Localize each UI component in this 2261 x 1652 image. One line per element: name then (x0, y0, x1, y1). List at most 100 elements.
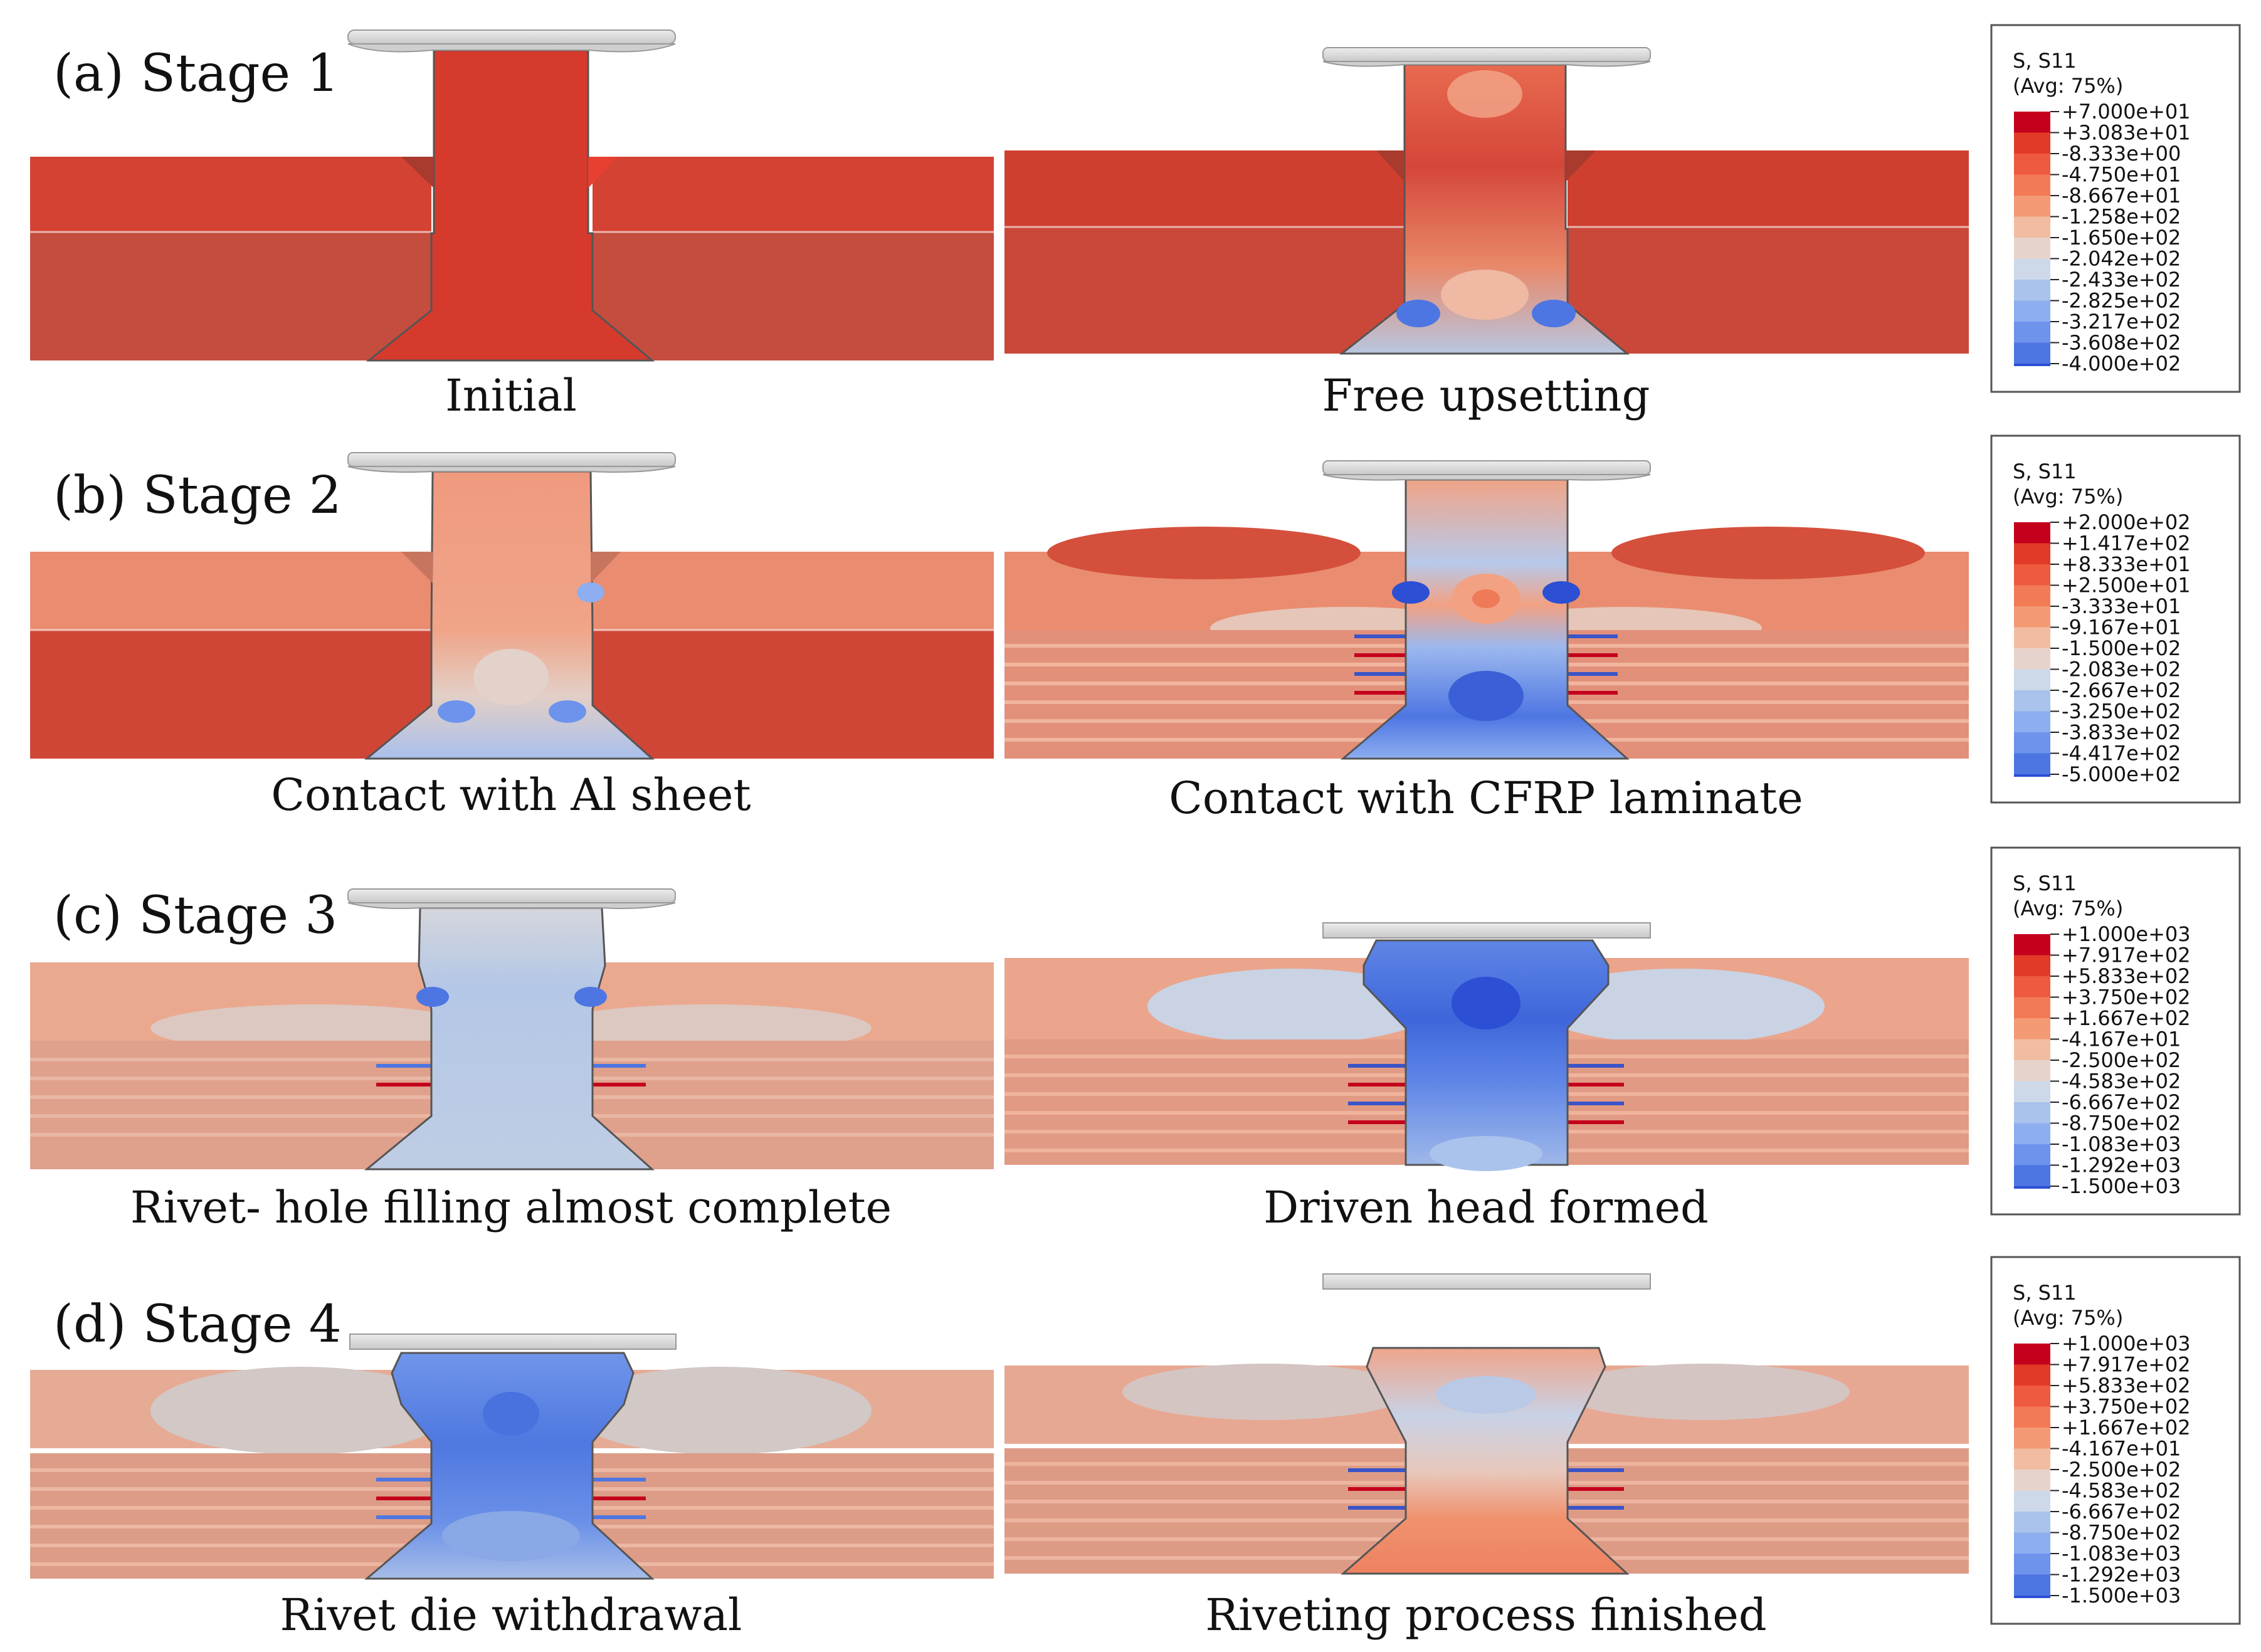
stage-a-left-caption: Initial (445, 370, 577, 421)
cfrp-laminate-right (593, 232, 994, 360)
legend-value: -2.083e+02 (2062, 658, 2181, 681)
legend-swatch (2014, 648, 2050, 670)
legend-value: -1.650e+02 (2062, 226, 2181, 250)
legend-value: -8.333e+00 (2062, 142, 2181, 166)
legend-swatch (2014, 1386, 2050, 1407)
legend-value: -2.667e+02 (2062, 678, 2181, 702)
cfrp-laminate-left (30, 1453, 431, 1579)
legend-avg: (Avg: 75%) (2013, 897, 2123, 920)
rivet-die (1322, 922, 1651, 939)
legend-swatch (2014, 300, 2050, 322)
legend-value: +3.750e+02 (2062, 1395, 2191, 1419)
legend-swatch (2014, 955, 2050, 976)
stage-b-left-caption: Contact with Al sheet (271, 769, 751, 821)
legend-value: -4.167e+01 (2062, 1028, 2181, 1051)
rivet (1339, 63, 1630, 355)
stage-c-hole-filling-model (30, 888, 994, 1171)
legend-swatch (2014, 1364, 2050, 1386)
stage-d-finished-model (1004, 1273, 1969, 1575)
legend-value: -4.750e+01 (2062, 163, 2181, 187)
legend-swatch (2014, 258, 2050, 280)
stage-b: (b) Stage 2 Contact with Al sheet (30, 434, 2241, 824)
legend-value: -1.258e+02 (2062, 205, 2181, 229)
legend-swatch (2014, 585, 2050, 606)
legend-value: +1.000e+03 (2062, 1332, 2191, 1355)
cfrp-laminate-right (593, 630, 994, 759)
al-sheet-left (30, 552, 431, 630)
legend-value: -9.167e+01 (2062, 616, 2181, 639)
stage-b-right-caption: Contact with CFRP laminate (1169, 772, 1803, 824)
legend-swatch (2014, 732, 2050, 754)
legend-swatch (2014, 1490, 2050, 1512)
rivet (364, 1352, 655, 1580)
al-sheet-right (593, 157, 994, 232)
legend-swatch (2014, 174, 2050, 196)
legend-value: -3.333e+01 (2062, 594, 2181, 618)
legend-avg: (Avg: 75%) (2013, 1306, 2123, 1330)
legend-avg: (Avg: 75%) (2013, 485, 2123, 508)
rivet-die (349, 1334, 677, 1350)
legend-swatch (2014, 522, 2050, 544)
legend-swatch (2014, 669, 2050, 690)
rivet (1362, 939, 1610, 1166)
legend-value: -1.292e+03 (2062, 1563, 2181, 1587)
legend-value: -1.083e+03 (2062, 1542, 2181, 1565)
legend-swatch (2014, 154, 2050, 175)
legend-swatch (2014, 606, 2050, 628)
legend-swatch (2014, 564, 2050, 586)
legend-swatch (2014, 627, 2050, 648)
legend-swatch (2014, 997, 2050, 1018)
legend-value: +7.000e+01 (2062, 100, 2191, 124)
stage-d: (d) Stage 4 (30, 1256, 2241, 1641)
cfrp-plies (30, 1058, 994, 1137)
legend-value: +8.333e+01 (2062, 552, 2191, 576)
legend-value: -2.500e+02 (2062, 1458, 2181, 1481)
legend-value: -3.217e+02 (2062, 310, 2181, 334)
legend-swatch (2014, 934, 2050, 955)
legend-value: +1.667e+02 (2062, 1416, 2191, 1439)
legend-swatch (2014, 976, 2050, 997)
stage-b-cfrp-contact-model (1004, 460, 1969, 760)
cfrp-laminate-left (1004, 630, 1406, 759)
stage-d-right-caption: Riveting process finished (1205, 1589, 1766, 1641)
legend-value: -4.417e+02 (2062, 742, 2181, 765)
legend-value: -2.825e+02 (2062, 289, 2181, 313)
legend-value: -1.292e+03 (2062, 1154, 2181, 1177)
legend-value: +2.500e+01 (2062, 574, 2191, 597)
legend-swatch (2014, 1554, 2050, 1575)
legend-value: -1.500e+03 (2062, 1584, 2181, 1607)
rivet-die (1322, 460, 1651, 475)
cfrp-laminate-left (30, 1041, 431, 1169)
countersink-left (401, 157, 434, 188)
legend-header: S, S11 (2013, 49, 2077, 73)
stage-a-free-upsetting-model (1004, 47, 1969, 355)
stage-c: (c) Stage 3 (30, 846, 2241, 1233)
legend-value: +3.083e+01 (2062, 121, 2191, 145)
legend-swatch (2014, 1081, 2050, 1102)
legend-swatch (2014, 364, 2050, 366)
stage-b-legend: S, S11 (Avg: 75%) +2.000e+02 +1.417e+02 … (1990, 434, 2241, 804)
rivet-die (1322, 1273, 1651, 1290)
legend-value: +2.000e+02 (2062, 510, 2191, 534)
cfrp-laminate-left (30, 630, 431, 759)
cfrp-laminate-right (593, 1041, 994, 1169)
rivet (1341, 1347, 1630, 1575)
legend-swatch (2014, 1532, 2050, 1554)
legend-value: -6.667e+02 (2062, 1090, 2181, 1114)
stage-d-title: (d) Stage 4 (53, 1295, 342, 1354)
cfrp-plies (1004, 1462, 1969, 1560)
legend-swatch (2014, 1060, 2050, 1081)
stage-b-al-contact-model (30, 452, 994, 760)
legend-value: -8.667e+01 (2062, 184, 2181, 208)
legend-swatch (2014, 1512, 2050, 1533)
legend-swatch (2014, 1470, 2050, 1491)
legend-value: +1.417e+02 (2062, 532, 2191, 555)
legend-swatch (2014, 711, 2050, 732)
legend-value: -2.500e+02 (2062, 1048, 2181, 1072)
stage-c-driven-head-model (1004, 922, 1969, 1171)
legend-swatch (2014, 1123, 2050, 1144)
cfrp-laminate-right (1568, 630, 1969, 759)
legend-swatch (2014, 280, 2050, 301)
legend-value: -4.583e+02 (2062, 1070, 2181, 1093)
